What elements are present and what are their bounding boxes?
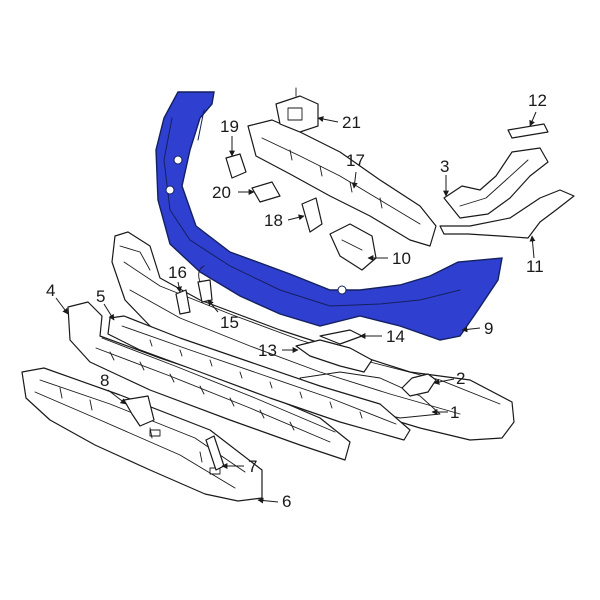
- callout-20: 20: [212, 183, 231, 202]
- part-20-bracket: [251, 181, 281, 203]
- callout-3: 3: [440, 157, 449, 176]
- callout-19: 19: [220, 117, 239, 136]
- callout-13: 13: [258, 341, 277, 360]
- callouts: 1 2 3 4 5 6 7 8 9 10 11 12 13 14 15 16 1…: [46, 91, 547, 511]
- part-18-bracket: [301, 197, 323, 233]
- callout-8: 8: [100, 371, 109, 390]
- part-13-trim: [295, 339, 373, 373]
- part-12-molding: [507, 123, 549, 139]
- part-11-side-trim: [439, 189, 575, 239]
- part-10-bracket: [329, 223, 377, 271]
- part-16-clip: [175, 289, 191, 315]
- part-8-bracket: [123, 395, 155, 427]
- callout-4: 4: [46, 281, 55, 300]
- callout-16: 16: [168, 263, 187, 282]
- leader-lines: [55, 111, 537, 504]
- part-21-sensor-bracket: [275, 87, 319, 133]
- callout-18: 18: [264, 211, 283, 230]
- part-4-lower-grille: [67, 301, 351, 461]
- callout-7: 7: [248, 457, 257, 476]
- callout-2: 2: [456, 369, 465, 388]
- part-3-side-bracket: [443, 147, 549, 219]
- part-5-lower-insert: [107, 315, 411, 441]
- callout-9: 9: [484, 319, 493, 338]
- callout-14: 14: [386, 327, 405, 346]
- part-17-absorber: [247, 119, 437, 247]
- callout-11: 11: [526, 257, 544, 276]
- callout-10: 10: [392, 249, 411, 268]
- part-19-clip: [225, 153, 247, 179]
- callout-6: 6: [282, 492, 291, 511]
- callout-21: 21: [342, 113, 361, 132]
- part-15-clip: [197, 265, 213, 303]
- callout-5: 5: [96, 287, 105, 306]
- callout-15: 15: [220, 313, 239, 332]
- callout-17: 17: [346, 151, 365, 170]
- callout-12: 12: [528, 91, 547, 110]
- part-9-bumper-beam: [155, 91, 503, 341]
- callout-1: 1: [450, 403, 459, 422]
